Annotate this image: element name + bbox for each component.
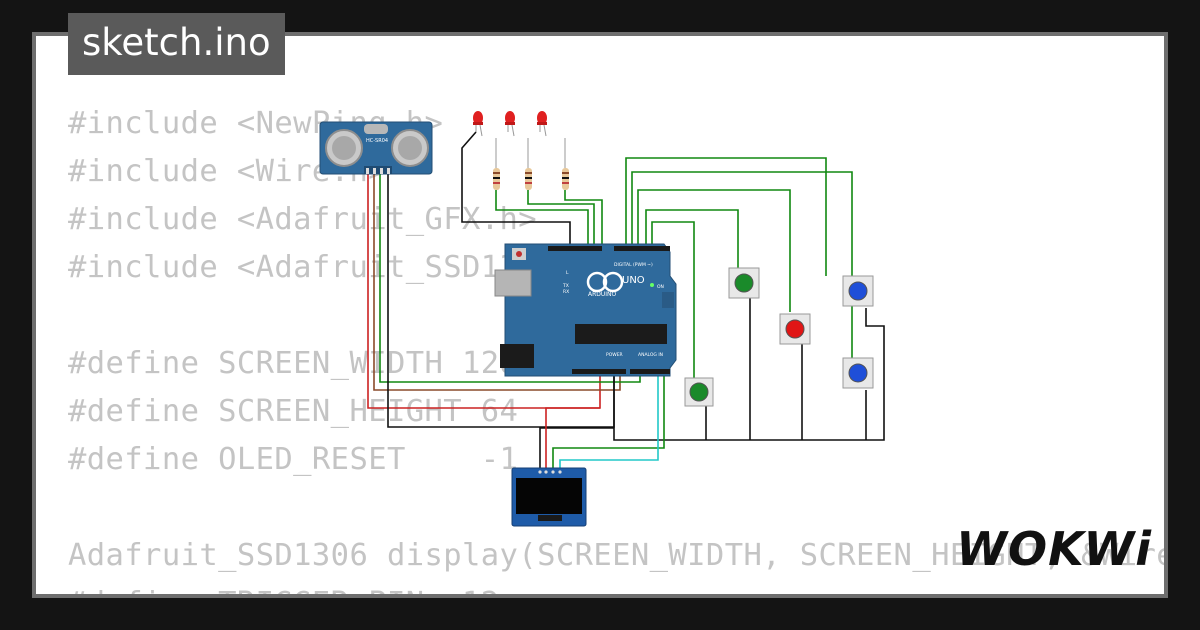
wire-oled-vcc — [545, 407, 600, 470]
wire-sensor-vcc — [367, 172, 601, 409]
wires — [367, 131, 885, 470]
wire-sensor-trig — [373, 172, 621, 391]
wire-btn-green-right — [645, 209, 739, 268]
oled-display[interactable] — [511, 467, 587, 527]
digital-label: DIGITAL (PWM ~) — [614, 262, 653, 268]
wire-led1 — [495, 190, 589, 244]
wire-led2 — [527, 190, 595, 244]
rx-label: RX — [563, 289, 569, 295]
arduino-uno-board[interactable]: UNO ARDUINO DIGITAL (PWM ~) POWER ANALOG… — [494, 243, 677, 377]
tx-label: TX — [562, 283, 569, 289]
l-label: L — [566, 270, 569, 276]
code-line: #define TRIGGER_PIN 12 — [68, 580, 1164, 594]
wire-btn-blue-bottom — [631, 171, 853, 358]
wire-btn-green-left — [651, 221, 695, 378]
button-blue-bottom[interactable] — [842, 357, 874, 389]
resistor-2[interactable] — [525, 138, 532, 190]
button-green-right[interactable] — [728, 267, 760, 299]
power-jack — [500, 344, 534, 368]
ultrasonic-sensor[interactable]: HC-SR04 — [319, 121, 433, 175]
atmega-chip — [575, 324, 667, 344]
wire-btn-red — [637, 189, 791, 312]
led-3[interactable] — [537, 111, 547, 137]
code-line: #define SCREEN_HEIGHT 64 — [68, 394, 519, 429]
led-2[interactable] — [505, 111, 515, 137]
wire-btn-blue-top — [625, 157, 827, 276]
button-green-left[interactable] — [684, 377, 714, 407]
wire-oled-sda — [559, 368, 659, 470]
on-label: ON — [657, 284, 664, 290]
wire-led-gnd — [461, 131, 571, 244]
wire-oled-gnd — [539, 427, 614, 470]
code-line: Adafruit_SSD1306 display(SCREEN_WIDTH, S… — [68, 538, 1164, 573]
wire-oled-scl — [552, 368, 665, 470]
code-line: #include <Adafruit_GFX.h> — [68, 202, 538, 237]
board-brand: ARDUINO — [588, 291, 617, 298]
resistor-3[interactable] — [562, 138, 569, 190]
resistor-1[interactable] — [493, 138, 500, 190]
sketch-title: sketch.ino — [68, 13, 285, 75]
usb-port — [494, 269, 532, 297]
power-label: POWER — [606, 352, 623, 358]
board-model: UNO — [622, 275, 645, 286]
code-line: #define OLED_RESET -1 — [68, 442, 519, 477]
analog-label: ANALOG IN — [638, 352, 663, 358]
sensor-label: HC-SR04 — [366, 138, 388, 144]
led-1[interactable] — [473, 111, 483, 137]
button-red[interactable] — [779, 313, 811, 345]
wire-led3 — [564, 190, 603, 244]
button-blue-top[interactable] — [842, 275, 874, 307]
wokwi-logo: WOKWi — [956, 522, 1152, 576]
